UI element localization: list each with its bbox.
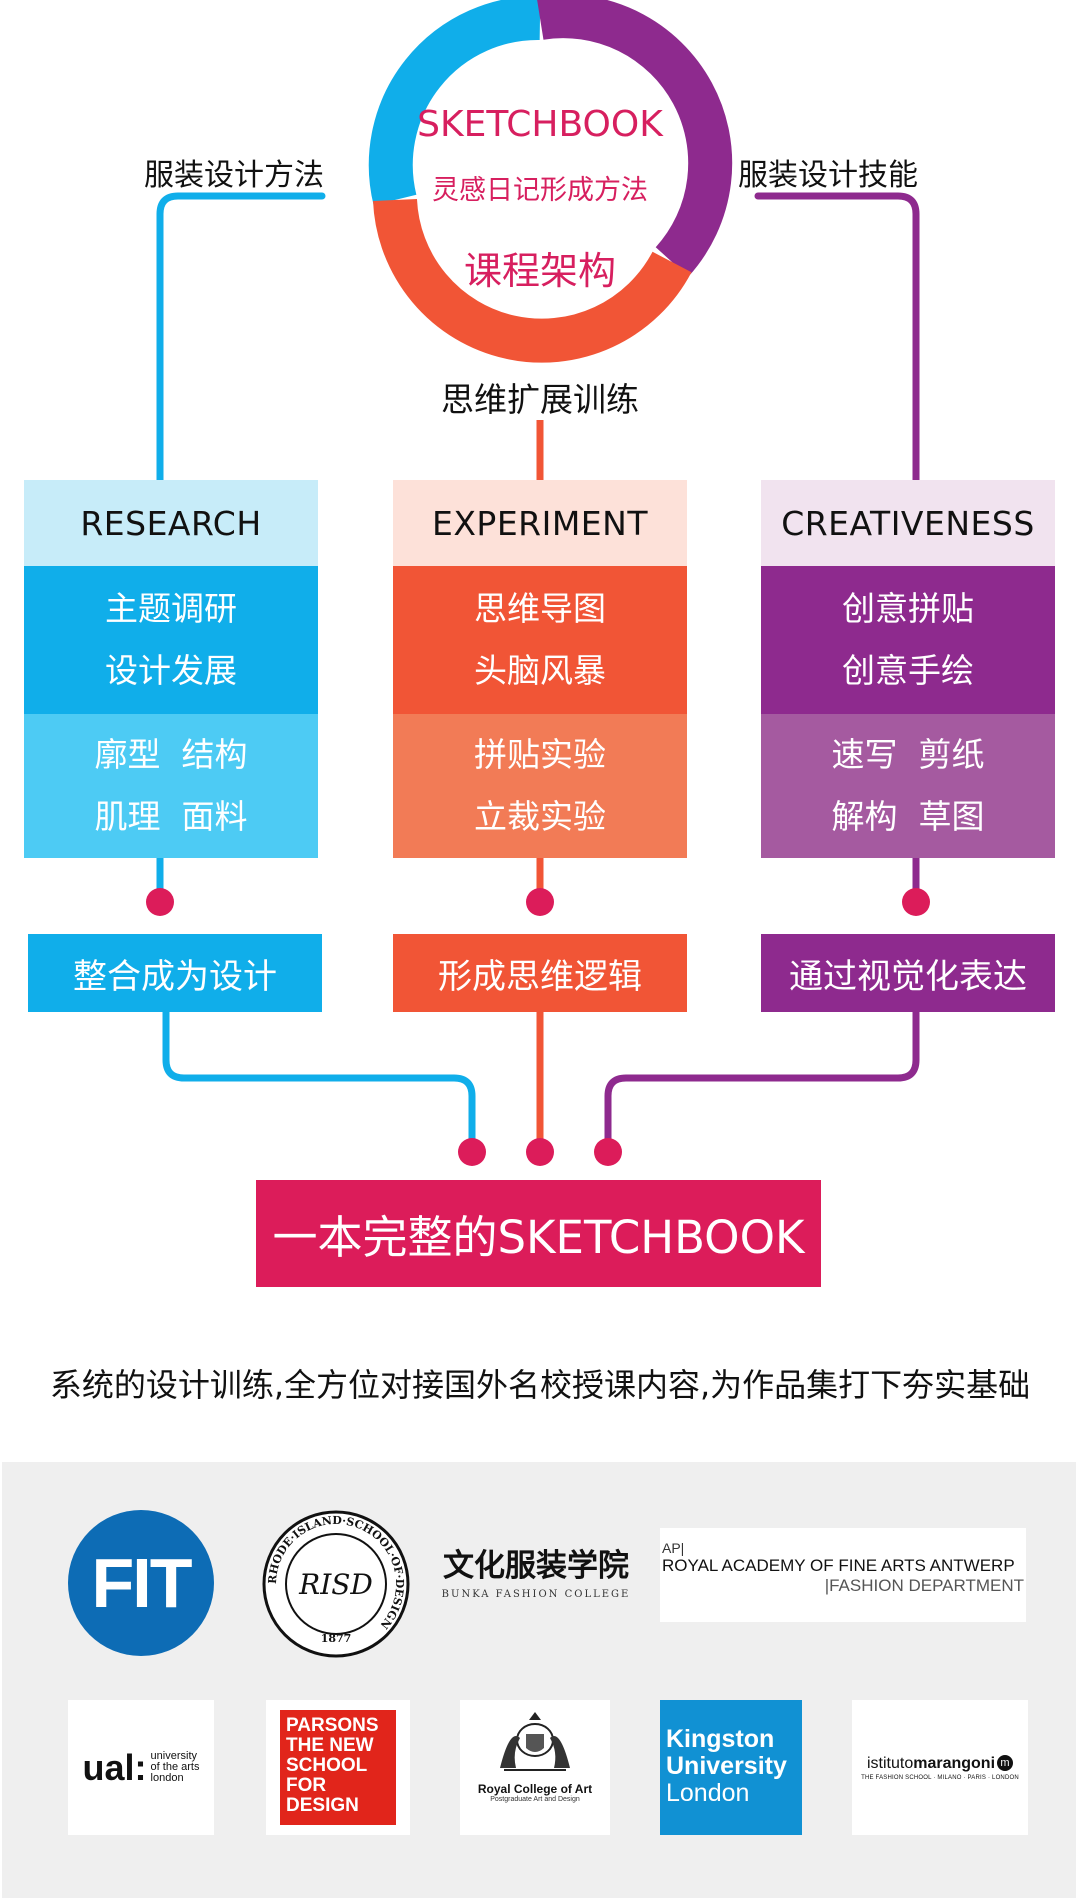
column-bottom-block: 廓型 结构 肌理 面料 [24,714,318,858]
column-header: EXPERIMENT [393,480,687,566]
result-research: 整合成为设计 [28,934,322,1012]
branch-label-right: 服装设计技能 [738,158,918,193]
final-outcome: 一本完整的SKETCHBOOK [256,1180,821,1287]
rca-name: Royal College of Art [477,1782,593,1796]
dot-purple-upper [902,888,930,916]
risd-center-text: RISD [298,1568,373,1601]
branch-label-middle: 思维扩展训练 [441,380,639,419]
ual-text-line: london [150,1772,184,1784]
wire-blue-bottom [162,1012,476,1152]
ual-logo: ual: university of the arts london [68,1700,214,1835]
fit-logo-text: FIT [91,1544,193,1622]
column-item: 主题调研 [105,589,237,628]
column-item: 创意拼贴 [842,589,974,628]
column-item: 创意手绘 [842,651,974,690]
kingston-line: University [666,1752,787,1780]
parsons-logo: PARSONS THE NEW SCHOOL FOR DESIGN [266,1700,410,1835]
parsons-block: PARSONS THE NEW SCHOOL FOR DESIGN [280,1710,396,1825]
bunka-logo: 文化服装学院 BUNKA FASHION COLLEGE [436,1540,636,1620]
ring-label: 课程架构 [463,249,616,293]
ring-subtitle: 灵感日记形成方法 [432,175,648,206]
wire-purple-bottom [604,1012,920,1152]
antwerp-name: ROYAL ACADEMY OF FINE ARTS ANTWERP [662,1556,1015,1575]
marangoni-sub: THE FASHION SCHOOL · MILANO · PARIS · LO… [861,1774,1019,1781]
column-experiment: EXPERIMENT 思维导图 头脑风暴 拼贴实验 立裁实验 [393,480,687,858]
ring-segment-purple-arc [537,0,733,277]
wire-left-top [156,192,326,484]
column-top-block: 主题调研 设计发展 [24,566,318,714]
column-header: RESEARCH [24,480,318,566]
column-item: 立裁实验 [474,797,606,836]
kingston-line: Kingston [666,1725,775,1753]
ual-text-line: university [150,1750,198,1762]
column-bottom-block: 速写 剪纸 解构 草图 [761,714,1055,858]
column-item: 肌理 面料 [94,797,248,836]
column-header: CREATIVENESS [761,480,1055,566]
dot-purple-lower [594,1138,622,1166]
column-top-block: 创意拼贴 创意手绘 [761,566,1055,714]
column-item: 设计发展 [105,651,237,690]
parsons-line: SCHOOL [286,1755,368,1776]
risd-seal-icon: RHODE·ISLAND·SCHOOL·OF·DESIGN RISD 1877 [262,1510,410,1658]
result-experiment: 形成思维逻辑 [393,934,687,1012]
column-bottom-block: 拼贴实验 立裁实验 [393,714,687,858]
ual-text: university of the arts london [151,1751,200,1784]
ual-mark: ual: [82,1746,147,1788]
antwerp-ap: AP| [662,1540,685,1556]
branch-label-left: 服装设计方法 [144,158,324,193]
caption: 系统的设计训练,全方位对接国外名校授课内容,为作品集打下夯实基础 [49,1366,1031,1404]
kingston-line: London [666,1779,750,1807]
parsons-line: THE NEW [286,1735,374,1756]
antwerp-logo: AP| ROYAL ACADEMY OF FINE ARTS ANTWERP |… [660,1528,1026,1622]
ring-segment-blue-arc [368,0,541,206]
bunka-en: BUNKA FASHION COLLEGE [441,1589,631,1600]
ual-text-line: of the arts [150,1761,200,1773]
risd-year-text: 1877 [321,1632,352,1645]
risd-seal-logo: RHODE·ISLAND·SCHOOL·OF·DESIGN RISD 1877 [262,1510,410,1658]
parsons-line: PARSONS [286,1715,379,1736]
dot-red-upper [526,888,554,916]
column-item: 头脑风暴 [474,651,606,690]
column-top-block: 思维导图 头脑风暴 [393,566,687,714]
dot-blue-lower [458,1138,486,1166]
dot-red-lower [526,1138,554,1166]
result-creativeness: 通过视觉化表达 [761,934,1055,1012]
rca-sub: Postgraduate Art and Design [490,1796,580,1803]
column-item: 思维导图 [474,589,606,628]
column-item: 廓型 结构 [94,735,248,774]
dot-blue-upper [146,888,174,916]
rca-crest-icon [500,1712,570,1771]
column-item: 拼贴实验 [474,735,606,774]
antwerp-dept: |FASHION DEPARTMENT [824,1576,1024,1595]
ring-title: SKETCHBOOK [417,104,663,145]
marangoni-part: istituto [866,1754,914,1772]
parsons-line: DESIGN [286,1795,359,1816]
ring-segment-red-arc [373,198,692,363]
rca-logo: Royal College of Art Postgraduate Art an… [460,1700,610,1835]
kingston-logo: Kingston University London [660,1700,802,1835]
wire-right-top [754,192,920,484]
fit-logo: FIT [68,1510,214,1656]
column-creativeness: CREATIVENESS 创意拼贴 创意手绘 速写 剪纸 解构 草图 [761,480,1055,858]
marangoni-part: marangoni [913,1754,996,1772]
bunka-cn: 文化服装学院 [443,1548,629,1584]
marangoni-m-icon: m [997,1755,1014,1772]
parsons-line: FOR [286,1775,327,1796]
column-item: 速写 剪纸 [831,735,985,774]
column-item: 解构 草图 [831,797,985,836]
column-research: RESEARCH 主题调研 设计发展 廓型 结构 肌理 面料 [24,480,318,858]
